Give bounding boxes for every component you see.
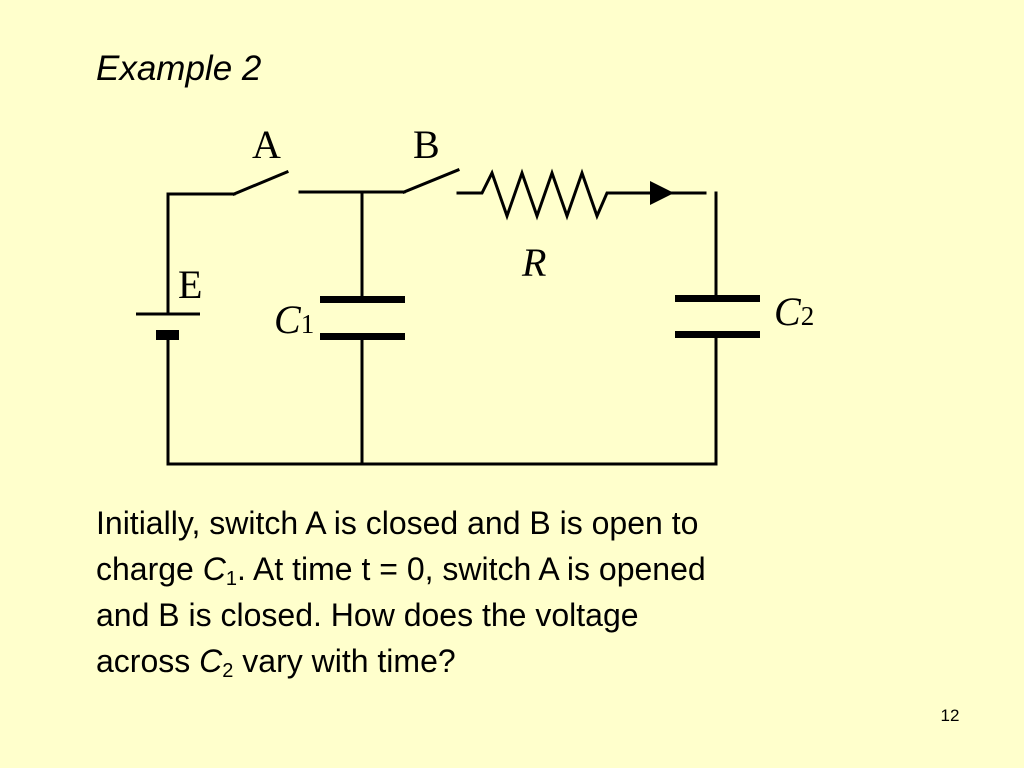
switch-b — [402, 168, 460, 194]
resistor — [456, 168, 707, 221]
page-number: 12 — [940, 706, 960, 725]
slide-title: Example 2 — [96, 49, 262, 88]
question-c2-sub: 2 — [222, 660, 234, 682]
question-text: Initially, switch A is closed and B is o… — [96, 500, 896, 684]
switch-a — [232, 170, 289, 196]
current-arrow-icon — [650, 181, 674, 205]
switch-b-label: B — [413, 122, 440, 167]
switch-a-label: A — [252, 122, 281, 167]
question-line-2-end: . At time t = 0, switch A is opened — [236, 551, 706, 587]
capacitor-c1-subscript: 1 — [301, 309, 315, 339]
resistor-label: R — [521, 240, 546, 285]
question-line-3: and B is closed. How does the voltage — [96, 597, 639, 633]
capacitor-c2-bottom-plate — [675, 331, 760, 338]
capacitor-c2-label: C2 — [774, 289, 814, 334]
question-c1-var: C — [202, 551, 226, 587]
question-line-1: Initially, switch A is closed and B is o… — [96, 505, 699, 541]
capacitor-c2-top-plate — [675, 295, 760, 302]
question-line-2-start: charge — [96, 551, 203, 587]
question-line-4-end: vary with time? — [233, 643, 456, 679]
wire-left — [166, 192, 236, 316]
wire-bottom — [166, 338, 718, 466]
capacitor-c2-symbol: C — [774, 289, 802, 334]
question-c1-sub: 1 — [225, 568, 237, 590]
battery-label: E — [178, 262, 202, 307]
capacitor-c1-top-plate — [320, 296, 405, 303]
capacitor-c1-bottom-plate — [320, 333, 405, 340]
circuit-diagram: A B E R C1 C2 — [136, 122, 814, 466]
question-line-4-start: across — [96, 643, 200, 679]
battery-short-plate — [156, 330, 179, 340]
capacitor-c1-symbol: C — [274, 297, 302, 342]
capacitor-c2-subscript: 2 — [801, 301, 815, 331]
capacitor-c1-label: C1 — [274, 297, 314, 342]
question-c2-var: C — [199, 643, 223, 679]
